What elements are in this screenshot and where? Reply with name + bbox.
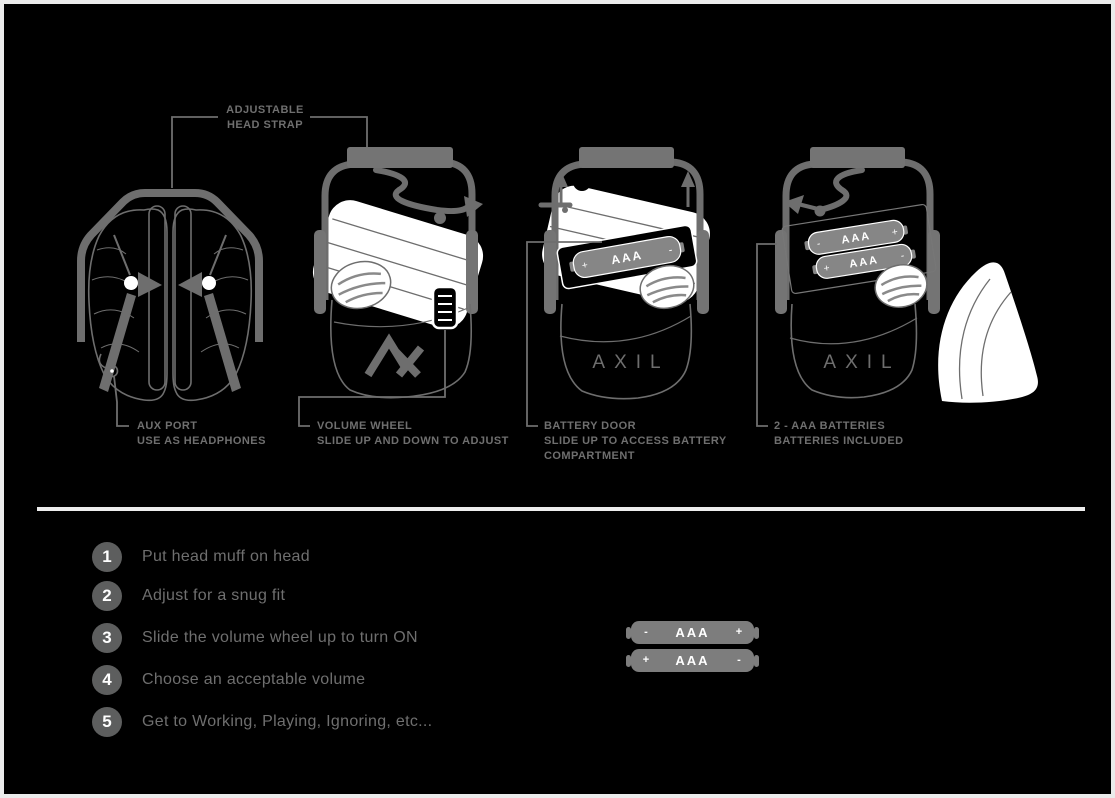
battery-terminal-plus: + [735, 626, 743, 638]
svg-text:+: + [891, 227, 899, 239]
battery-minus: - [668, 244, 674, 257]
illustration-batteries-view: - AAA + + AAA - [775, 147, 1038, 403]
center-straps [148, 205, 192, 391]
battery-1: - AAA + [804, 219, 908, 255]
step-number-badge: 3 [92, 623, 122, 653]
step-row-4: 4 Choose an acceptable volume [92, 665, 365, 695]
battery-2: + AAA - [812, 243, 916, 279]
battery-compartment: - AAA + + AAA - [781, 203, 937, 295]
pivot-dot-left [124, 276, 138, 290]
battery-aaa-label: AAA [610, 248, 644, 267]
audio-cable [373, 167, 483, 224]
callout-battery-door: BATTERY DOOR SLIDE UP TO ACCESS BATTERY … [544, 420, 727, 462]
step-row-3: 3 Slide the volume wheel up to turn ON [92, 623, 418, 653]
step-number-badge: 2 [92, 581, 122, 611]
svg-text:AAA: AAA [848, 254, 879, 271]
battery-in-door: + AAA - [556, 224, 698, 290]
pivot-dot-right [202, 276, 216, 290]
step-number-badge: 4 [92, 665, 122, 695]
brand-logo-mark [364, 333, 425, 378]
callout-head-strap: ADJUSTABLE HEAD STRAP [226, 104, 304, 131]
head-pad [312, 200, 484, 328]
cup-outline [789, 303, 918, 399]
battery-terminal-plus: + [642, 654, 650, 666]
callout-volume-wheel: VOLUME WHEEL SLIDE UP AND DOWN TO ADJUST [317, 420, 509, 447]
volume-wheel [431, 285, 459, 330]
door-latch [538, 202, 573, 213]
cup-outline [559, 303, 693, 400]
headband-outline [77, 189, 263, 342]
illustration-battery-door-view: + AAA - AXIL [538, 147, 710, 400]
ear-cup-outlines [87, 208, 253, 402]
step-text: Get to Working, Playing, Ignoring, etc..… [142, 713, 433, 730]
diagram-artwork: + AAA - AXIL [77, 116, 1038, 427]
side-pad-left [544, 230, 556, 314]
step-text: Put head muff on head [142, 548, 310, 565]
aaa-battery-graphic-bottom: + AAA - [626, 649, 759, 672]
side-pad-right [697, 230, 709, 314]
audio-cable [784, 167, 865, 217]
callout-lines [113, 241, 777, 427]
step-text: Slide the volume wheel up to turn ON [142, 629, 418, 646]
strap-rods [113, 234, 227, 276]
battery-label: AAA [675, 625, 710, 640]
battery-terminal-minus: - [644, 626, 648, 638]
step-row-5: 5 Get to Working, Playing, Ignoring, etc… [92, 707, 432, 737]
step-number-badge: 5 [92, 707, 122, 737]
svg-text:AAA: AAA [841, 230, 872, 247]
brand-text: AXIL [823, 352, 900, 373]
brand-text: AXIL [592, 352, 669, 373]
head-strap-bar [347, 147, 453, 168]
battery-terminal-minus: - [737, 654, 741, 666]
battery-label: AAA [675, 653, 710, 668]
side-pad-right [928, 230, 940, 314]
side-pad-right [466, 230, 478, 314]
step-text: Choose an acceptable volume [142, 671, 366, 688]
step-row-2: 2 Adjust for a snug fit [92, 581, 285, 611]
adjustment-arms [99, 272, 241, 392]
aaa-battery-graphic-top: - AAA + [626, 621, 759, 644]
step-number-badge: 1 [92, 542, 122, 572]
ear-cushion [874, 264, 928, 308]
pad-notch [573, 173, 591, 191]
head-strap-bar [579, 147, 674, 168]
illustration-side-view [312, 147, 484, 399]
callout-batteries: 2 - AAA BATTERIES BATTERIES INCLUDED [774, 420, 904, 447]
step-row-1: 1 Put head muff on head [92, 542, 310, 572]
step-text: Adjust for a snug fit [142, 587, 286, 604]
ear-cushion [330, 260, 392, 310]
callout-aux-port: AUX PORT USE AS HEADPHONES [137, 420, 266, 447]
aux-port [98, 353, 119, 378]
battery-plus: + [581, 260, 589, 272]
svg-text:+: + [823, 263, 831, 275]
svg-text:-: - [816, 239, 821, 250]
side-pad-left [775, 230, 787, 314]
side-pad-left [314, 230, 326, 314]
section-divider [37, 507, 1085, 511]
illustration-back-view [77, 189, 263, 402]
head-strap-bar [810, 147, 905, 168]
ear-cushion [639, 264, 695, 310]
battery-door-flap [938, 262, 1038, 403]
svg-text:-: - [900, 251, 905, 262]
